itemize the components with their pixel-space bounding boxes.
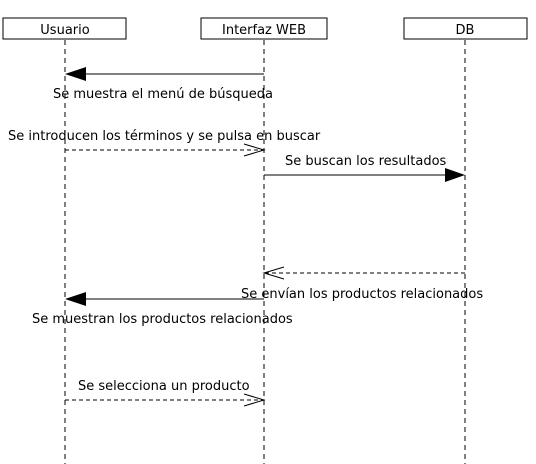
participant-interfaz-web: Interfaz WEB — [200, 17, 328, 40]
message-select-product: Se selecciona un producto — [65, 379, 266, 407]
open-arrowhead-icon — [243, 143, 266, 157]
message-label: Se buscan los resultados — [285, 154, 447, 169]
message-search-results: Se buscan los resultados — [264, 154, 465, 182]
filled-arrowhead-icon — [445, 168, 465, 182]
message-label: Se muestran los productos relacionados — [32, 312, 293, 327]
filled-arrowhead-icon — [65, 67, 86, 81]
message-enter-search-terms: Se introducen los términos y se pulsa en… — [8, 129, 321, 157]
participant-usuario-label: Usuario — [40, 23, 89, 38]
participant-interfaz-web-label: Interfaz WEB — [222, 23, 306, 38]
message-show-search-menu: Se muestra el menú de búsqueda — [53, 67, 273, 102]
message-show-related-products: Se muestran los productos relacionados — [32, 292, 293, 327]
open-arrowhead-icon — [243, 393, 266, 407]
filled-arrowhead-icon — [65, 292, 86, 306]
open-arrowhead-icon — [262, 266, 285, 280]
participant-usuario: Usuario — [2, 17, 127, 40]
participant-db-label: DB — [456, 23, 475, 38]
message-label: Se selecciona un producto — [78, 379, 250, 394]
message-label: Se envían los productos relacionados — [241, 287, 483, 302]
message-label: Se introducen los términos y se pulsa en… — [8, 129, 321, 144]
message-send-related-products: Se envían los productos relacionados — [241, 266, 483, 302]
participant-db: DB — [403, 17, 528, 40]
message-label: Se muestra el menú de búsqueda — [53, 87, 273, 102]
